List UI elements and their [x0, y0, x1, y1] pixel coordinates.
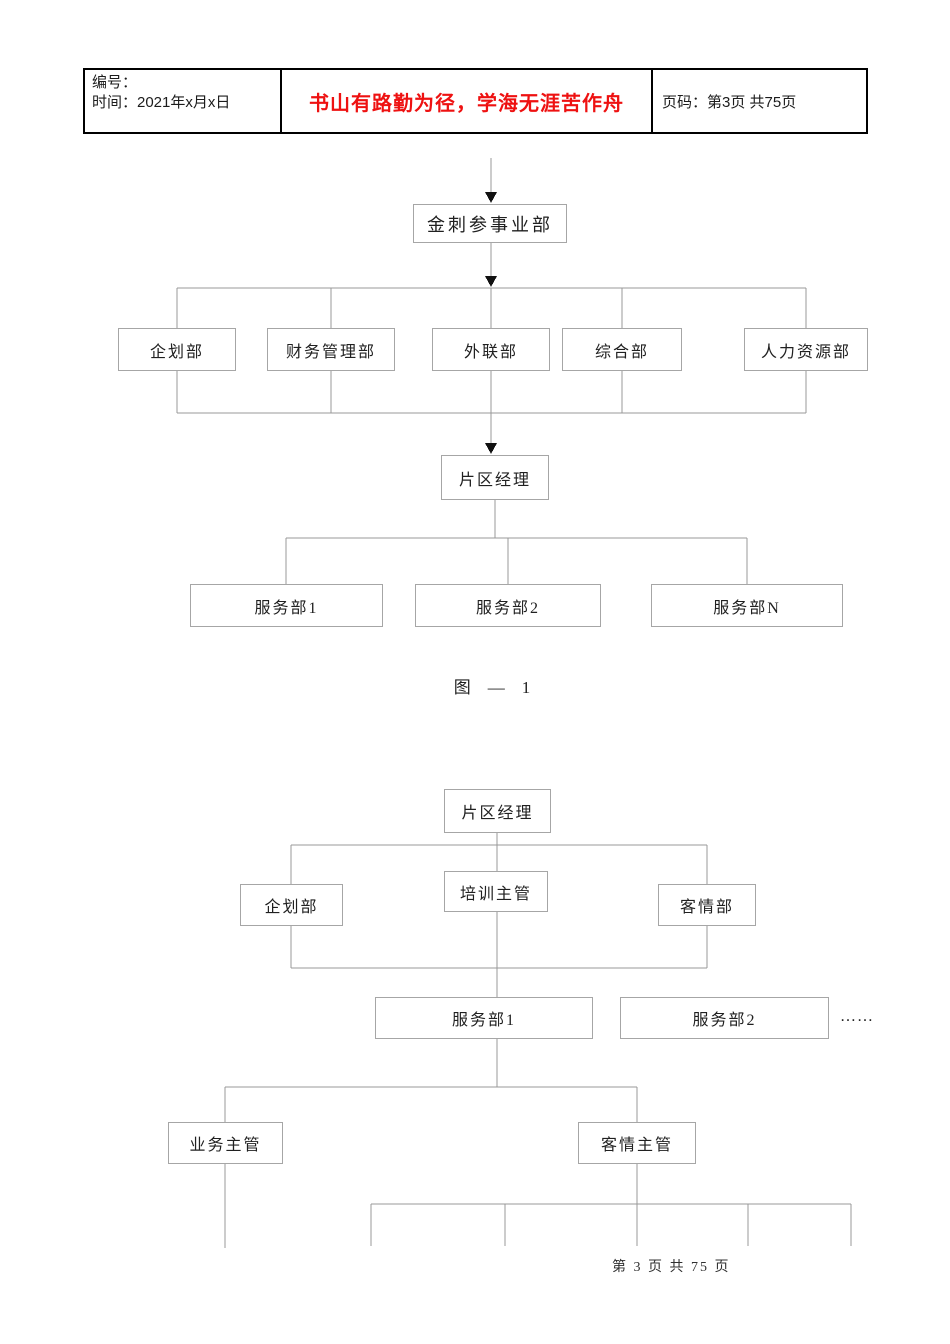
header-time-label: 时间：2021年x月x日 — [92, 94, 231, 111]
chart1-caption: 图 — 1 — [453, 678, 531, 697]
chart2-customer-relations-box: 客情部 — [658, 884, 756, 926]
chart1-dept-box-hr: 人力资源部 — [744, 328, 868, 371]
chart1-dept-box-general: 综合部 — [562, 328, 682, 371]
header-motto-text: 书山有路勤为径，学海无涯苦作舟 — [309, 92, 624, 115]
chart1-service-box-2: 服务部2 — [415, 584, 601, 627]
header-page-cell: 页码：第3页 共75页 — [653, 70, 866, 132]
chart2-customer-supervisor-box: 客情主管 — [578, 1122, 696, 1164]
header-motto-cell: 书山有路勤为径，学海无涯苦作舟 — [282, 70, 653, 132]
chart2-service-box-2: 服务部2 — [620, 997, 829, 1039]
chart1-service-box-1: 服务部1 — [190, 584, 383, 627]
chart1-dept-box-liaison: 外联部 — [432, 328, 550, 371]
chart1-manager-box: 片区经理 — [441, 455, 549, 500]
footer-page-indicator: 第 3 页 共 75 页 — [612, 1260, 731, 1275]
chart2-service-box-1: 服务部1 — [375, 997, 593, 1039]
chart2-root-box: 片区经理 — [444, 789, 551, 833]
chart1-dept-box-planning: 企划部 — [118, 328, 236, 371]
chart2-business-supervisor-box: 业务主管 — [168, 1122, 283, 1164]
chart2-ellipsis: …… — [840, 1008, 874, 1025]
header-table: 编号： 时间：2021年x月x日 书山有路勤为径，学海无涯苦作舟 页码：第3页 … — [83, 68, 868, 134]
header-page-label: 页码：第3页 共75页 — [662, 93, 797, 111]
chart2-training-supervisor-box: 培训主管 — [444, 871, 548, 912]
chart2-planning-box: 企划部 — [240, 884, 343, 926]
chart1-dept-box-finance: 财务管理部 — [267, 328, 395, 371]
header-number-label: 编号： — [92, 74, 138, 91]
chart1-service-box-n: 服务部N — [651, 584, 843, 627]
header-meta-cell: 编号： 时间：2021年x月x日 — [85, 70, 282, 132]
chart1-root-box: 金刺参事业部 — [413, 204, 567, 243]
